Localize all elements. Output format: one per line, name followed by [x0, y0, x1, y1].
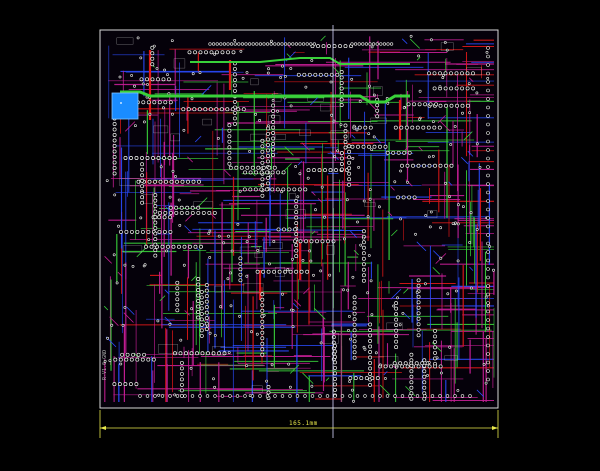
selected-component[interactable] [111, 92, 139, 120]
dimension-marker [99, 410, 499, 438]
green-bus-trace-top [190, 57, 410, 65]
dimension-label: 165.1mm [289, 420, 318, 427]
board-side-label: R-V1.0 GND [102, 349, 108, 380]
green-bus-trace [120, 90, 410, 104]
selected-component-pin [120, 102, 122, 104]
pad-layer [103, 34, 495, 403]
